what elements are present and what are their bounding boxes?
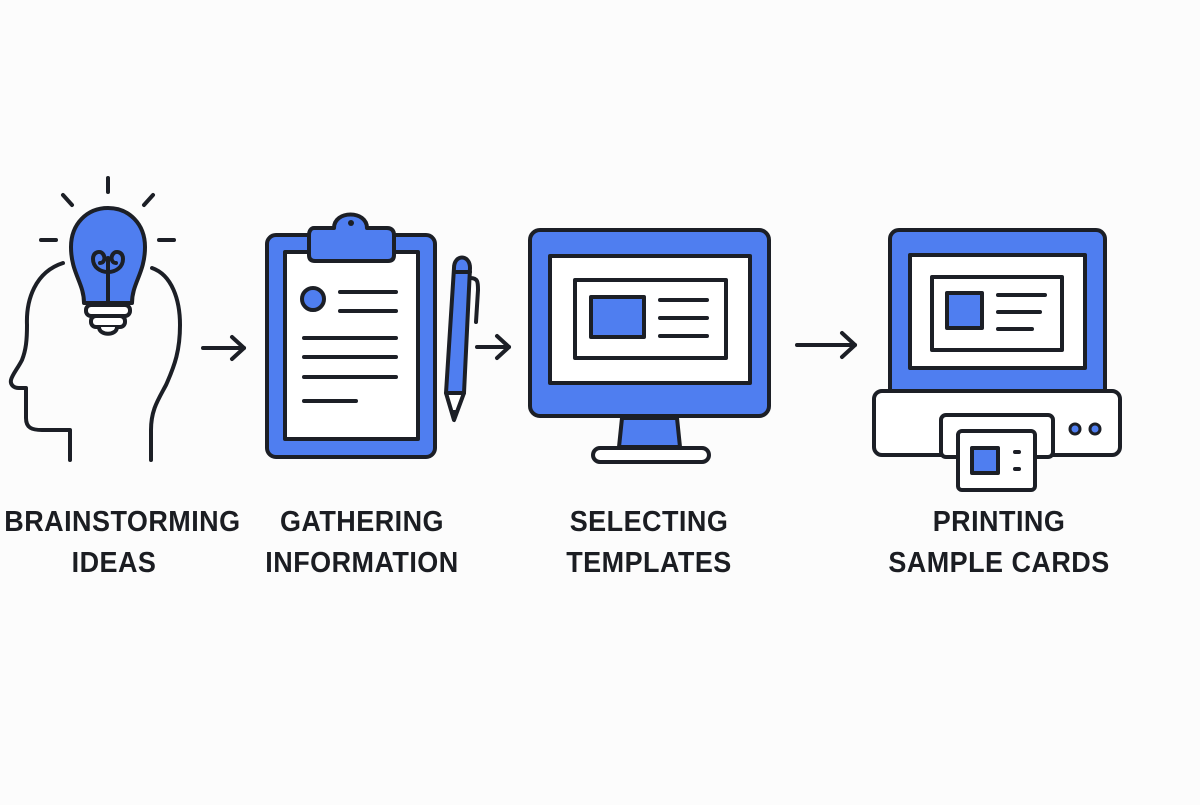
step-label-line1: BRAINSTORMING bbox=[4, 506, 241, 538]
arrow-right-icon bbox=[475, 334, 511, 360]
step-label-line2: SAMPLE CARDS bbox=[888, 547, 1110, 579]
printer-card-icon bbox=[872, 228, 1122, 492]
head-lightbulb-icon bbox=[8, 176, 182, 462]
step-label-line2: INFORMATION bbox=[265, 547, 459, 579]
step-label-line1: PRINTING bbox=[932, 506, 1066, 538]
step-label-line2: TEMPLATES bbox=[566, 547, 732, 579]
step-label-line1: SELECTING bbox=[569, 506, 729, 538]
step-label-line1: GATHERING bbox=[279, 506, 444, 538]
step-label-line2: IDEAS bbox=[71, 547, 157, 579]
step-label-gathering: GATHERING INFORMATION bbox=[260, 502, 465, 584]
monitor-template-icon bbox=[528, 228, 771, 464]
step-label-selecting: SELECTING TEMPLATES bbox=[547, 502, 752, 584]
step-label-printing: PRINTING SAMPLE CARDS bbox=[887, 502, 1110, 584]
arrow-right-icon bbox=[201, 335, 246, 361]
clipboard-pen-icon bbox=[265, 212, 480, 459]
arrow-right-icon bbox=[795, 331, 857, 359]
step-label-brainstorming: BRAINSTORMING IDEAS bbox=[4, 502, 241, 584]
